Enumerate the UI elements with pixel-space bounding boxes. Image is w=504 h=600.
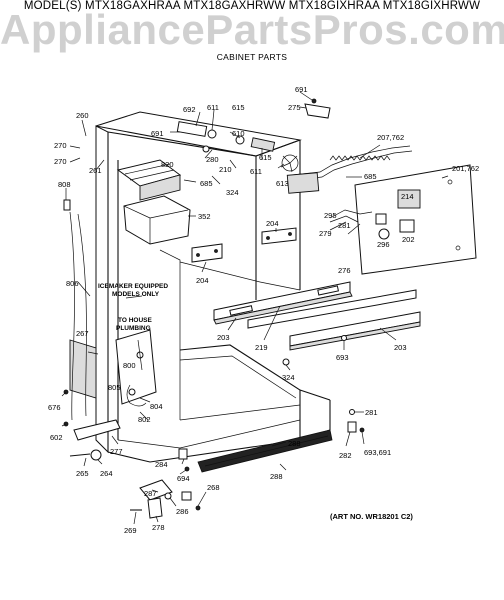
callout: 260 <box>76 111 89 120</box>
callout: 805 <box>108 383 121 392</box>
callout: 265 <box>76 469 89 478</box>
callout: 269 <box>124 526 137 535</box>
callout: 324 <box>282 373 295 382</box>
callout: 352 <box>198 212 211 221</box>
callout: 270 <box>54 141 67 150</box>
callout: 691 <box>295 85 308 94</box>
callout: 210 <box>219 165 232 174</box>
callout: 693 <box>336 353 349 362</box>
callout: 270 <box>54 157 67 166</box>
icemaker-note: ICEMAKER EQUIPPED <box>98 283 168 290</box>
callout: 281 <box>338 221 351 230</box>
callout: 268 <box>207 483 220 492</box>
callout: 203 <box>217 333 230 342</box>
callout: 804 <box>150 402 163 411</box>
icemaker-note: MODELS ONLY <box>112 291 160 298</box>
callout: 685 <box>364 172 377 181</box>
bottom-parts <box>69 335 365 519</box>
callout-labels: 691 275 692 611 615 691 610 207,762 260 … <box>48 85 479 535</box>
callout: 295 <box>324 211 337 220</box>
callout: 694 <box>177 474 190 483</box>
callout: 284 <box>155 460 168 469</box>
control-panel <box>329 164 477 275</box>
callout: 615 <box>259 153 272 162</box>
callout: 278 <box>152 523 165 532</box>
callout: 204 <box>266 219 279 228</box>
callout: 820 <box>161 160 174 169</box>
callout: 277 <box>110 447 123 456</box>
callout: 202 <box>402 235 415 244</box>
callout: 286 <box>176 507 189 516</box>
callout: 802 <box>138 415 151 424</box>
callout: 201,762 <box>452 164 479 173</box>
watermark: AppliancePartsPros.com <box>0 6 504 53</box>
callout: 691 <box>151 129 164 138</box>
callout: 611 <box>207 103 219 112</box>
left-wall-parts <box>63 199 157 427</box>
hinge-plates <box>191 227 297 263</box>
callout: 214 <box>401 192 414 201</box>
callout: 610 <box>232 129 245 138</box>
callout: 693,691 <box>364 448 391 457</box>
art-number: (ART NO. WR18201 C2) <box>330 512 413 521</box>
callout: 685 <box>200 179 213 188</box>
callout: 611 <box>250 167 262 176</box>
callout: 287 <box>144 489 157 498</box>
callout: 615 <box>232 103 245 112</box>
callout: 204 <box>196 276 209 285</box>
callout: 275 <box>288 103 301 112</box>
callout: 276 <box>338 266 351 275</box>
icemaker-assembly <box>116 159 182 201</box>
callout: 324 <box>226 188 239 197</box>
mullion-bars <box>213 281 421 351</box>
callout: 282 <box>339 451 352 460</box>
callout: 288 <box>288 439 301 448</box>
callout: 800 <box>123 361 136 370</box>
callout: 808 <box>58 180 71 189</box>
callout: 692 <box>183 105 196 114</box>
plumbing-note: TO HOUSE <box>118 317 152 324</box>
callout: 279 <box>319 229 332 238</box>
callout: 203 <box>394 343 407 352</box>
section-title: CABINET PARTS <box>216 52 288 62</box>
ice-bucket <box>123 195 191 245</box>
callout: 207,762 <box>377 133 404 142</box>
callout: 267 <box>76 329 89 338</box>
callout: 613 <box>276 179 289 188</box>
callout: 264 <box>100 469 113 478</box>
callout: 602 <box>50 433 63 442</box>
plumbing-note: PLUMBING <box>116 325 151 332</box>
callout: 261 <box>89 166 102 175</box>
callout: 281 <box>365 408 378 417</box>
evaporator <box>286 145 413 194</box>
model-list: MODEL(S) MTX18GAXHRAA MTX18GAXHRWW MTX18… <box>23 0 481 12</box>
leader-lines <box>61 91 449 525</box>
callout: 806 <box>66 279 79 288</box>
callout: 296 <box>377 240 390 249</box>
callout: 219 <box>255 343 268 352</box>
callout: 676 <box>48 403 61 412</box>
callout: 288 <box>270 472 283 481</box>
callout: 280 <box>206 155 219 164</box>
